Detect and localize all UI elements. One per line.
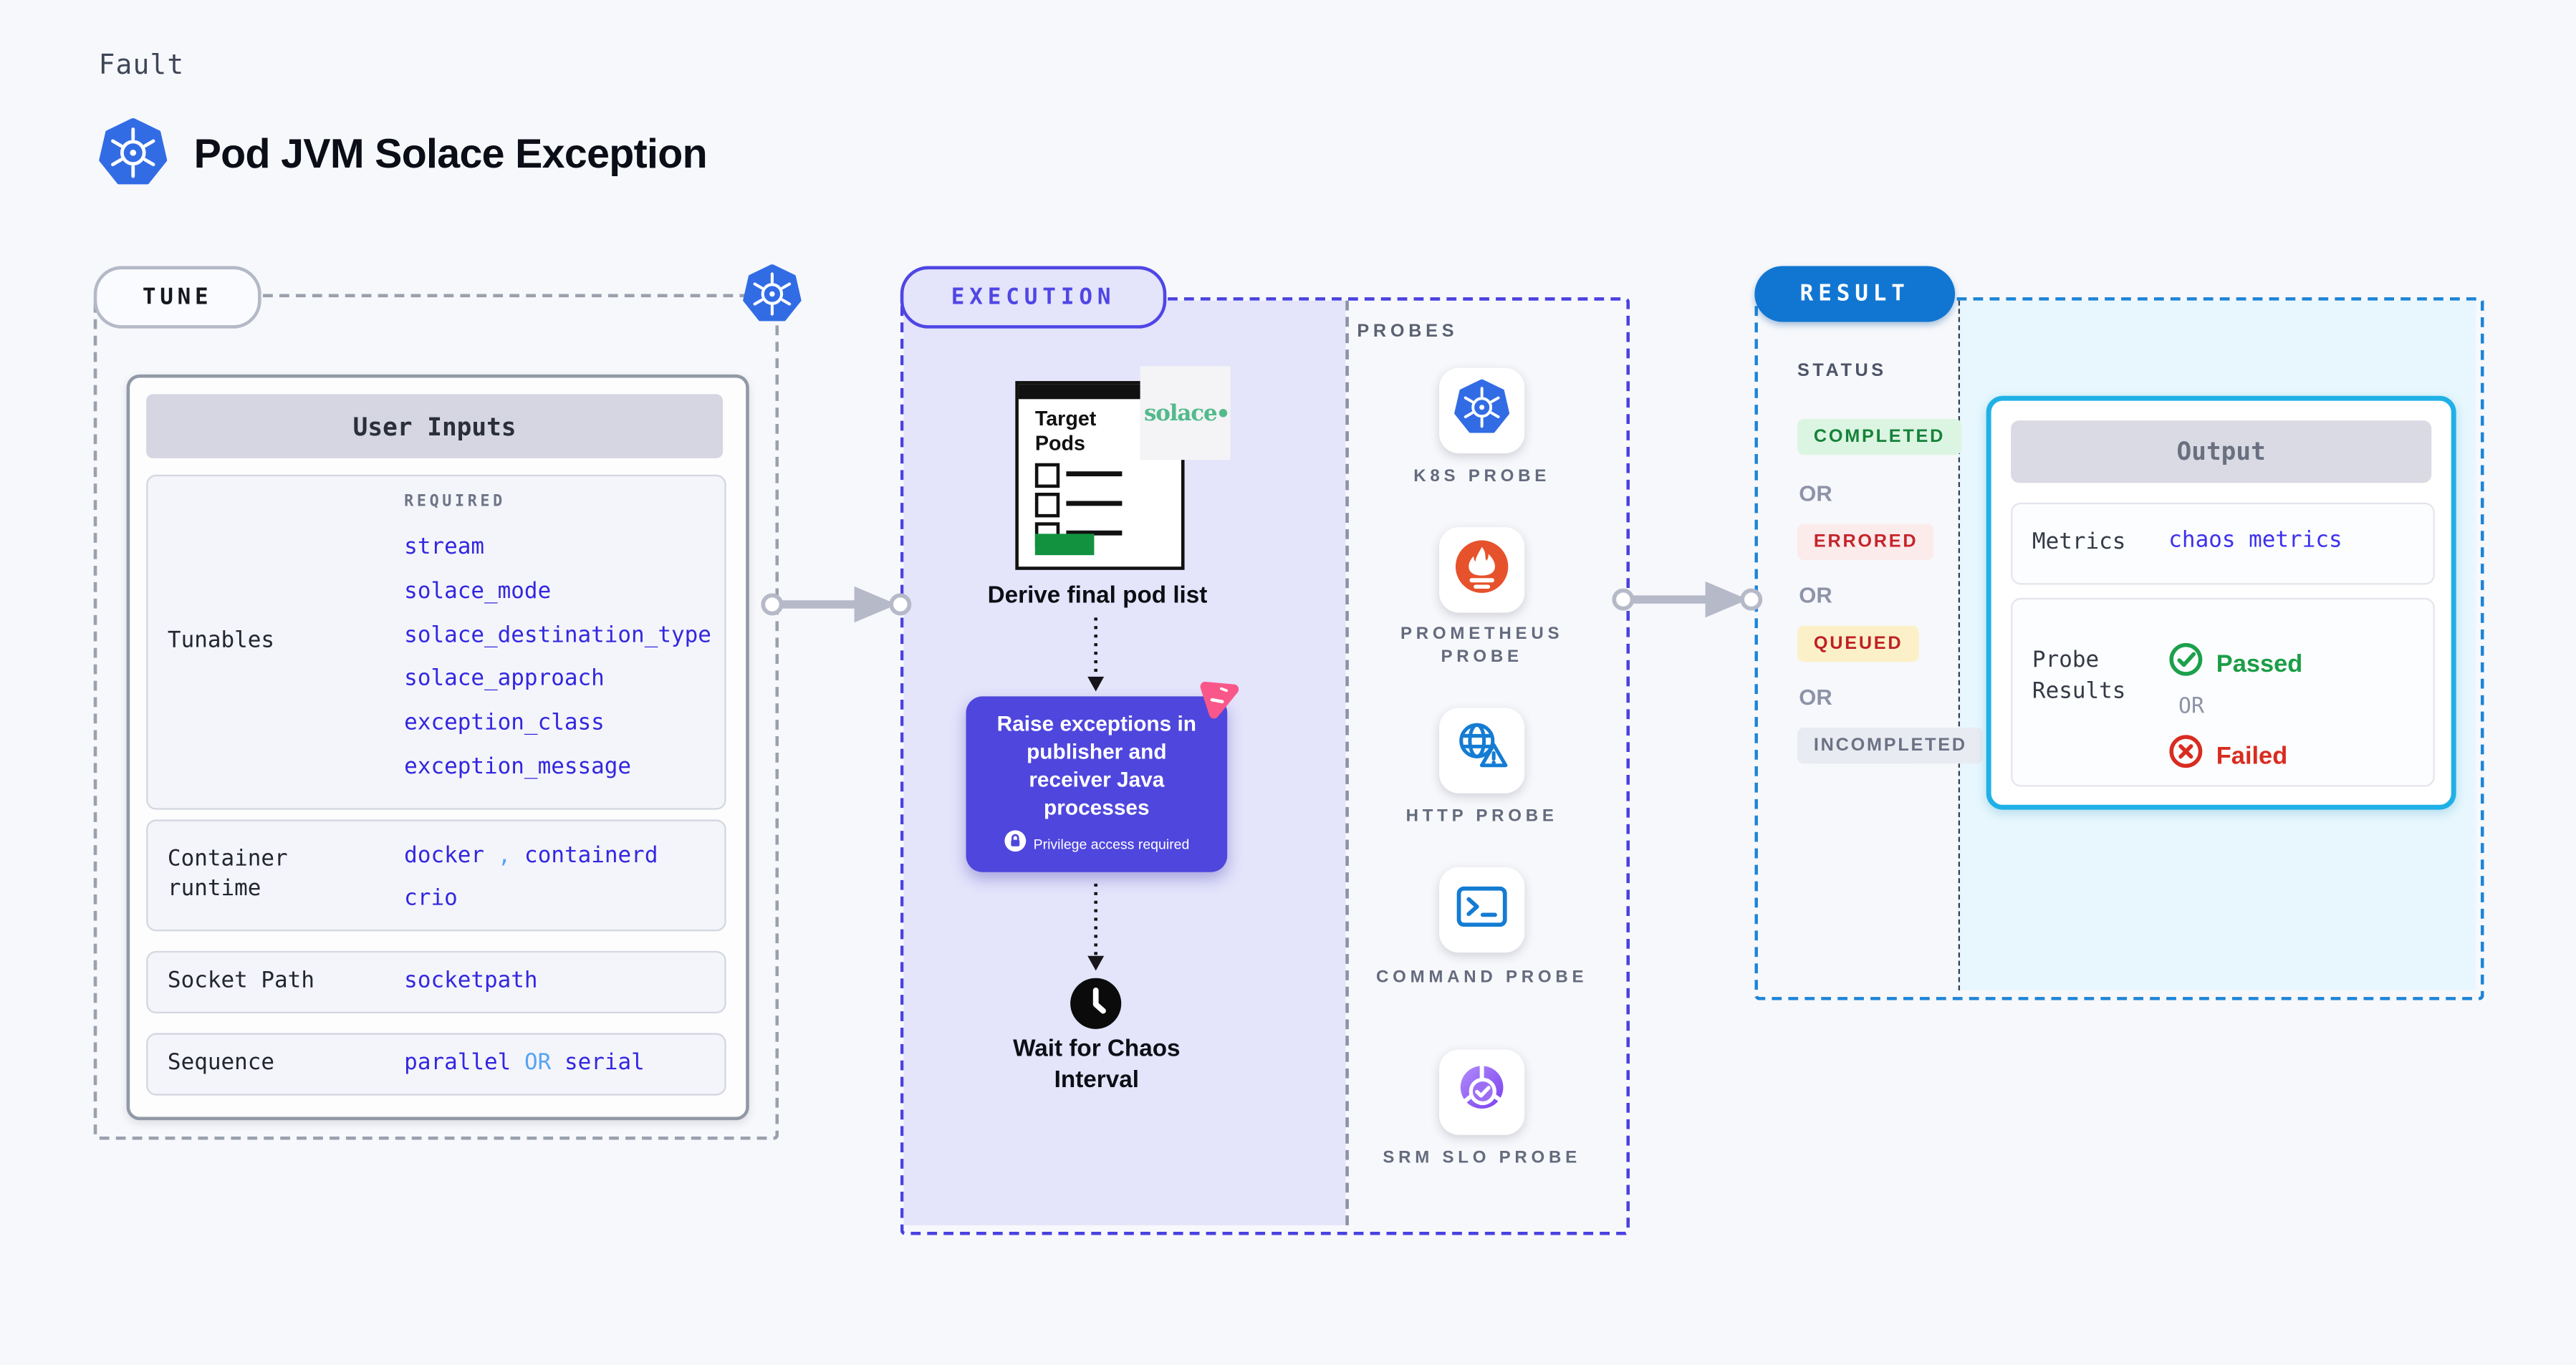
probes-heading: PROBES xyxy=(1357,322,1458,342)
runtime-value: containerd xyxy=(524,842,658,869)
sequence-or: OR xyxy=(524,1049,552,1076)
kubernetes-icon xyxy=(743,264,802,332)
result-pill: RESULT xyxy=(1754,266,1956,322)
check-circle-icon xyxy=(2168,642,2203,685)
tunables-row: Tunables REQUIRED stream solace_mode sol… xyxy=(146,474,726,810)
checkbox-icon xyxy=(1034,493,1060,518)
probe-results-row: Probe Results Passed OR F xyxy=(2011,597,2435,787)
wait-chaos-interval-label: Wait for Chaos Interval xyxy=(1013,1036,1181,1094)
fault-kicker: Fault xyxy=(98,49,185,81)
probe-label: COMMAND PROBE xyxy=(1376,967,1588,988)
output-title: Output xyxy=(2011,420,2432,483)
execution-pill: EXECUTION xyxy=(900,266,1167,329)
command-probe-card xyxy=(1439,867,1525,953)
chaos-fault-icon xyxy=(1194,674,1244,730)
failed-label: Failed xyxy=(2216,741,2288,770)
runtime-value: crio xyxy=(404,885,458,912)
clock-icon xyxy=(1070,978,1122,1038)
checkbox-icon xyxy=(1034,463,1060,488)
status-heading: STATUS xyxy=(1797,361,1887,382)
probe-label: HTTP PROBE xyxy=(1405,806,1558,826)
sequence-value: serial xyxy=(564,1049,645,1076)
globe-warning-icon xyxy=(1452,717,1512,784)
x-circle-icon xyxy=(2168,734,2203,777)
tune-panel xyxy=(93,294,779,1140)
socket-path-value: socketpath xyxy=(404,967,538,994)
probes-panel xyxy=(1345,300,1623,1225)
chaos-action-card: Raise exceptions in publisher and receiv… xyxy=(966,696,1228,872)
socket-path-row: Socket Path socketpath xyxy=(146,950,726,1014)
or-label: OR xyxy=(1799,481,1832,506)
runtime-value: docker xyxy=(404,842,485,869)
required-label: REQUIRED xyxy=(404,493,506,511)
runtime-separator: , xyxy=(497,842,511,869)
confirm-button-shape xyxy=(1034,534,1095,556)
sequence-row: Sequence parallel OR serial xyxy=(146,1033,726,1096)
prometheus-probe-card xyxy=(1439,527,1525,613)
or-label: OR xyxy=(1799,685,1832,710)
container-runtime-label: Container runtime xyxy=(167,846,288,902)
dotted-arrow-down xyxy=(1085,614,1107,702)
kubernetes-icon xyxy=(1454,378,1510,443)
output-card: Output Metrics chaos metrics Probe Resul… xyxy=(1986,395,2456,810)
http-probe-card xyxy=(1439,708,1525,794)
kubernetes-icon xyxy=(99,117,168,196)
user-inputs-card: User Inputs Tunables REQUIRED stream sol… xyxy=(126,374,749,1121)
status-badge-completed: COMPLETED xyxy=(1797,418,1961,455)
k8s-probe-card xyxy=(1439,367,1525,453)
probe-label: PROMETHEUS PROBE xyxy=(1400,624,1564,667)
target-pods-title: Target Pods xyxy=(1034,407,1097,455)
metrics-label: Metrics xyxy=(2032,529,2126,556)
flow-arrow xyxy=(759,583,915,634)
tune-pill: TUNE xyxy=(93,266,261,329)
tunables-label: Tunables xyxy=(167,627,275,654)
metrics-row: Metrics chaos metrics xyxy=(2011,502,2435,585)
status-badge-errored: ERRORED xyxy=(1797,524,1935,561)
tunable-value: solace_destination_type xyxy=(404,622,711,648)
sequence-value: parallel xyxy=(404,1049,511,1076)
probe-label: K8S PROBE xyxy=(1413,466,1551,486)
privilege-label: Privilege access required xyxy=(1033,836,1190,853)
derive-pod-list-label: Derive final pod list xyxy=(987,583,1208,609)
page-title: Pod JVM Solace Exception xyxy=(193,131,708,178)
metrics-value: chaos metrics xyxy=(2168,527,2342,554)
tunable-value: stream xyxy=(404,534,485,561)
slo-donut-icon xyxy=(1451,1057,1513,1128)
container-runtime-row: Container runtime docker , containerd cr… xyxy=(146,819,726,932)
tunable-value: exception_message xyxy=(404,753,632,781)
solace-logo: solace xyxy=(1140,366,1231,460)
lock-icon xyxy=(1004,829,1027,860)
status-badge-incompleted: INCOMPLETED xyxy=(1797,727,1984,764)
tunable-value: solace_mode xyxy=(404,577,552,604)
flow-arrow xyxy=(1610,578,1767,629)
passed-label: Passed xyxy=(2216,650,2303,678)
target-pods-window: Target Pods xyxy=(1015,381,1185,570)
tunable-value: solace_approach xyxy=(404,665,605,693)
srm-slo-probe-card xyxy=(1439,1049,1525,1135)
dotted-arrow-down xyxy=(1085,880,1107,980)
terminal-icon xyxy=(1452,877,1512,944)
or-label: OR xyxy=(1799,583,1832,608)
chaos-action-text: Raise exceptions in publisher and receiv… xyxy=(996,710,1197,819)
probe-results-label: Probe Results xyxy=(2032,647,2126,705)
probe-label: SRM SLO PROBE xyxy=(1383,1148,1581,1168)
user-inputs-title: User Inputs xyxy=(146,394,724,458)
sequence-label: Sequence xyxy=(167,1049,275,1076)
or-label: OR xyxy=(2178,695,2204,720)
status-badge-queued: QUEUED xyxy=(1797,625,1920,662)
tunable-value: exception_class xyxy=(404,710,605,736)
prometheus-icon xyxy=(1452,536,1512,604)
socket-path-label: Socket Path xyxy=(167,967,314,994)
